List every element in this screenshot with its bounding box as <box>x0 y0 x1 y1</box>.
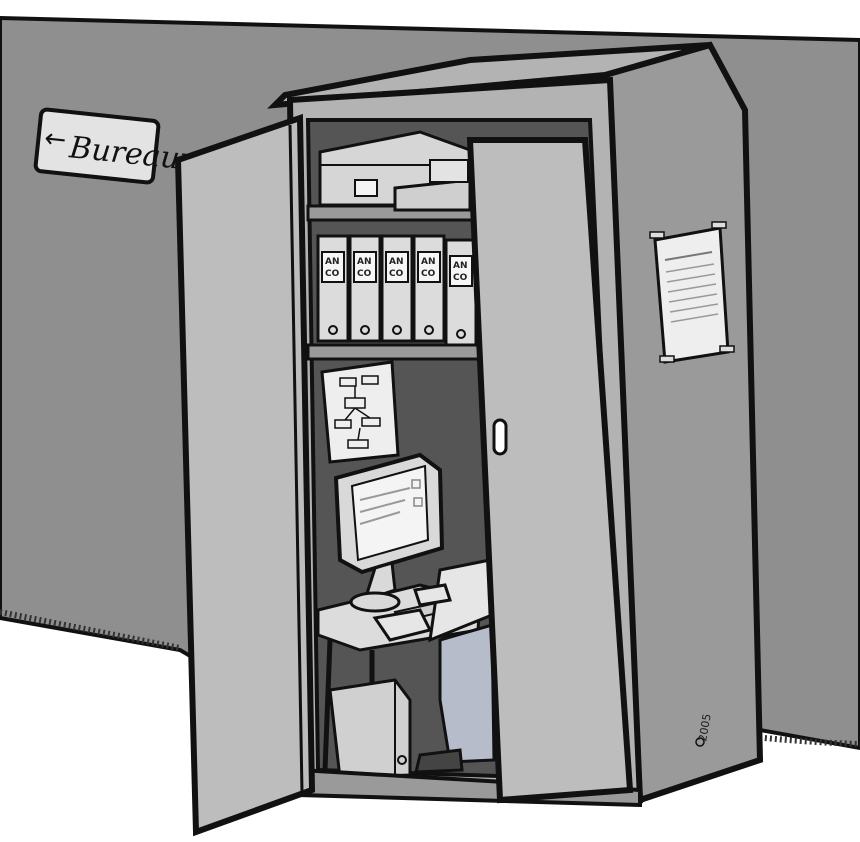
svg-text:AN: AN <box>421 257 436 267</box>
desk-leg <box>322 639 333 771</box>
computer-monitor <box>333 452 445 613</box>
signature-year: 2005 <box>696 713 714 743</box>
monitor-screen <box>350 464 430 562</box>
cabinet-door-right <box>466 137 634 804</box>
svg-text:CO: CO <box>421 269 436 279</box>
wall-fringe-left <box>0 609 181 651</box>
cabinet-door-left <box>174 113 316 837</box>
binder-row: AN CO AN CO AN CO AN CO AN <box>316 234 478 347</box>
worker-hand <box>413 583 452 607</box>
pc-tower <box>328 678 412 780</box>
svg-text:CO: CO <box>357 269 372 279</box>
svg-text:CO: CO <box>325 269 340 279</box>
binder: AN CO <box>412 234 446 343</box>
worker-hand <box>372 608 433 642</box>
binder: AN CO <box>316 234 350 343</box>
svg-text:AN: AN <box>389 257 404 267</box>
worker-shoe <box>414 748 464 774</box>
binder: AN CO <box>444 238 478 347</box>
storage-boxes <box>318 130 472 212</box>
flowchart-poster <box>320 360 400 464</box>
svg-text:AN: AN <box>325 257 340 267</box>
notice-paper <box>649 221 735 364</box>
artist-signature: 2005 <box>695 713 714 747</box>
svg-text:AN: AN <box>357 257 372 267</box>
door-handle <box>492 418 508 456</box>
worker-jeans <box>438 623 496 764</box>
svg-text:AN: AN <box>453 261 468 271</box>
door-left-edge <box>288 124 304 793</box>
sign-arrow-icon: ← <box>43 124 68 156</box>
binder: AN CO <box>348 234 382 343</box>
office-worker <box>372 558 496 774</box>
binder: AN CO <box>380 234 414 343</box>
svg-text:CO: CO <box>453 273 468 283</box>
svg-text:CO: CO <box>389 269 404 279</box>
cabinet-top <box>267 42 711 109</box>
